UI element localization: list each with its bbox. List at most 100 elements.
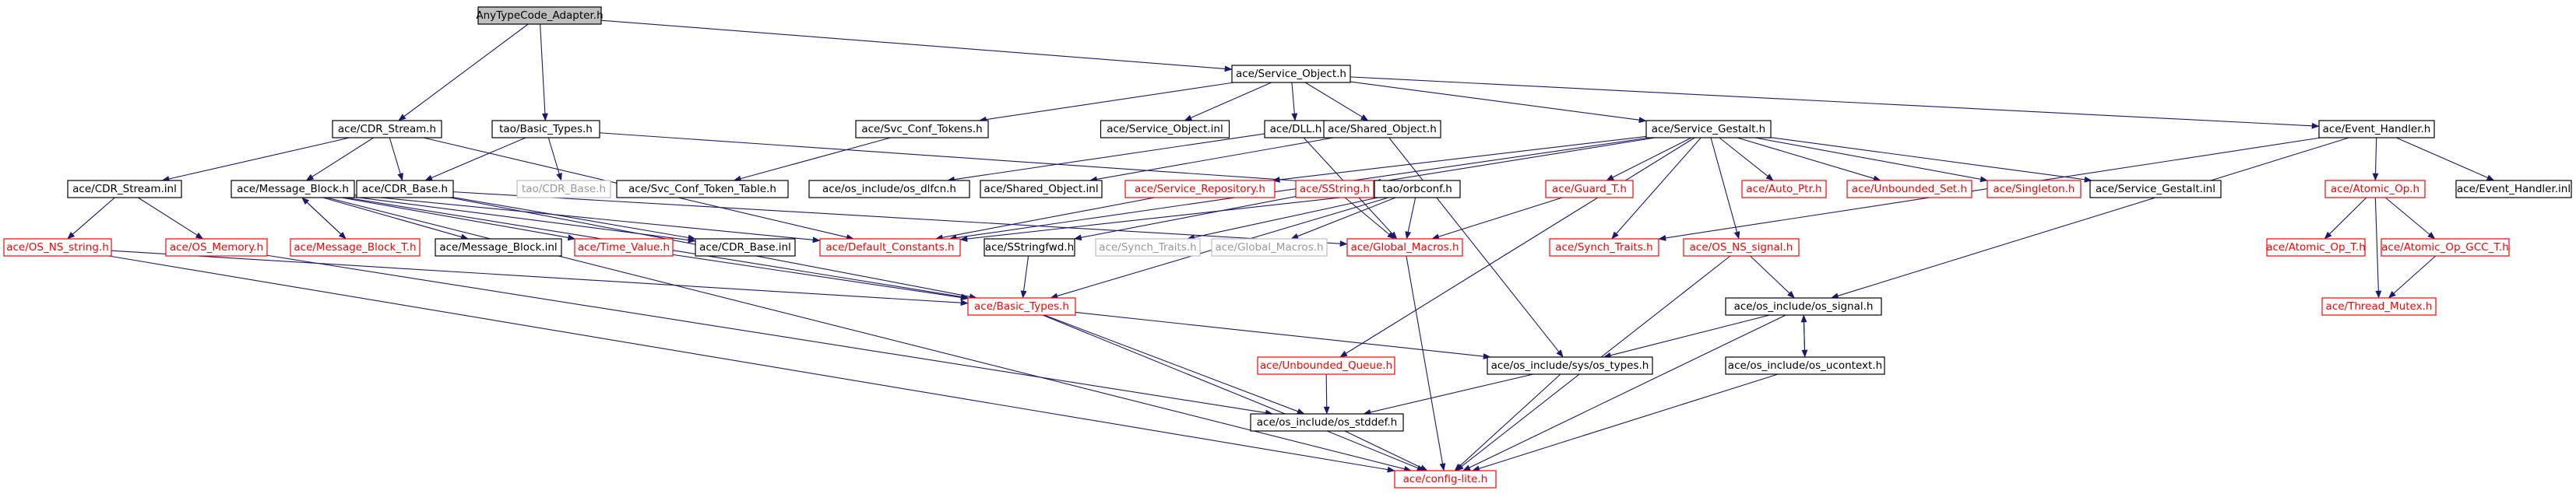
node-event-handler-inl[interactable]: ace/Event_Handler.inl: [2455, 180, 2572, 198]
edge-line: [1737, 137, 1874, 179]
node-svc-conf-tokens[interactable]: ace/Svc_Conf_Tokens.h: [855, 120, 989, 138]
edge-line: [1803, 321, 1806, 358]
node-service-object-inl[interactable]: ace/Service_Object.inl: [1100, 120, 1230, 138]
edge-line: [322, 197, 462, 238]
node-tao-cdr-base[interactable]: tao/CDR_Base.h: [516, 180, 611, 198]
node-os-memory[interactable]: ace/OS_Memory.h: [165, 238, 268, 257]
edge-line: [1719, 137, 1768, 177]
node-os-ns-signal[interactable]: ace/OS_NS_signal.h: [1683, 238, 1800, 257]
node-os-dlfcn[interactable]: ace/os_include/os_dlfcn.h: [808, 180, 970, 198]
node-thread-mutex[interactable]: ace/Thread_Mutex.h: [2321, 297, 2437, 316]
edge-arrowhead: [1387, 466, 1395, 473]
edge-arrowhead: [1360, 114, 1369, 121]
node-synch-traits-ext[interactable]: ace/Synch_Traits.h: [1095, 238, 1201, 257]
node-atomic-op-gcc-t[interactable]: ace/Atomic_Op_GCC_T.h: [2381, 238, 2510, 257]
node-message-block-t[interactable]: ace/Message_Block_T.h: [290, 238, 421, 257]
node-label: AnyTypeCode_Adapter.h: [476, 9, 603, 22]
node-box: [165, 238, 268, 257]
node-box: [1846, 180, 1972, 198]
node-os-ns-string[interactable]: ace/OS_NS_string.h: [3, 238, 112, 257]
edge-event_handler_h-to-atomic_op_h: [2372, 137, 2379, 181]
edge-cdr_base_h-to-global_macros: [452, 191, 1348, 247]
edge-guard_t-to-global_macros: [1431, 197, 1563, 240]
node-label: ace/OS_NS_signal.h: [1690, 241, 1793, 254]
edge-line: [1370, 373, 1534, 413]
node-box: [819, 238, 961, 257]
node-service-repository[interactable]: ace/Service_Repository.h: [1124, 180, 1276, 198]
edge-line: [354, 196, 689, 241]
edge-line: [306, 201, 347, 240]
node-message-block-inl[interactable]: ace/Message_Block.inl: [435, 238, 562, 257]
edge-service_object_h-to-event_handler_h: [1350, 76, 2320, 129]
node-os-stddef[interactable]: ace/os_include/os_stddef.h: [1250, 413, 1404, 432]
edge-service_object_h-to-service_gestalt_h: [1350, 81, 1647, 124]
node-tao-orbconf[interactable]: tao/orbconf.h: [1374, 180, 1461, 198]
node-label: ace/Global_Macros.h: [1215, 241, 1323, 254]
edge-sstring_h-to-sstringfwd: [1073, 196, 1297, 241]
node-shared-object-h[interactable]: ace/Shared_Object.h: [1323, 120, 1441, 138]
node-sstring-h[interactable]: ace/SString.h: [1295, 180, 1374, 198]
edge-arrowhead: [1272, 176, 1280, 183]
edge-global_macros-to-config_lite: [1406, 255, 1446, 471]
node-config-lite[interactable]: ace/config-lite.h: [1394, 470, 1497, 489]
edge-line: [2384, 197, 2430, 235]
node-service-object-h[interactable]: ace/Service_Object.h: [1231, 65, 1351, 83]
node-dll-h[interactable]: ace/DLL.h: [1264, 120, 1328, 138]
node-global-macros[interactable]: ace/Global_Macros.h: [1346, 238, 1463, 257]
node-box: [1346, 238, 1463, 257]
edge-os_signal-to-os_types: [1603, 314, 1770, 359]
node-cdr-base-inl[interactable]: ace/CDR_Base.inl: [695, 238, 796, 257]
node-os-signal[interactable]: ace/os_include/os_signal.h: [1725, 297, 1882, 316]
edge-line: [1388, 137, 1560, 352]
node-time-value[interactable]: ace/Time_Value.h: [574, 238, 674, 257]
node-unbounded-set[interactable]: ace/Unbounded_Set.h: [1846, 180, 1972, 198]
edge-arrowhead: [398, 114, 406, 121]
node-os-ucontext[interactable]: ace/os_include/os_ucontext.h: [1725, 356, 1885, 375]
node-label: ace/Service_Object.h: [1236, 68, 1346, 80]
edge-basic_types-to-config_lite: [1042, 314, 1425, 471]
node-label: ace/SString.h: [1300, 183, 1370, 195]
node-box: [2321, 297, 2437, 316]
node-basic-types[interactable]: ace/Basic_Types.h: [967, 297, 1076, 316]
edge-cdr_stream_h-to-cdr_base_h: [389, 137, 403, 181]
node-tao-basic-types[interactable]: tao/Basic_Types.h: [491, 120, 600, 138]
edge-cdr_stream_inl-to-os_ns_string: [67, 197, 115, 240]
node-atomic-op-h[interactable]: ace/Atomic_Op.h: [2324, 180, 2426, 198]
node-box: [2089, 180, 2222, 198]
edge-line: [1291, 82, 1295, 114]
edge-os_ucontext-to-config_lite: [1472, 373, 1779, 471]
node-label: ace/CDR_Base.h: [362, 183, 448, 195]
node-event-handler-h[interactable]: ace/Event_Handler.h: [2318, 120, 2435, 138]
edge-arrowhead: [1611, 231, 1619, 240]
node-global-macros-ext[interactable]: ace/Global_Macros.h: [1211, 238, 1328, 257]
node-cdr-base-h[interactable]: ace/CDR_Base.h: [356, 180, 454, 198]
edge-line: [1279, 135, 1647, 180]
node-service-gestalt-inl[interactable]: ace/Service_Gestalt.inl: [2089, 180, 2222, 198]
node-atomic-op-t[interactable]: ace/Atomic_Op_T.h: [2266, 238, 2366, 257]
node-singleton[interactable]: ace/Singleton.h: [1987, 180, 2082, 198]
node-os-types[interactable]: ace/os_include/sys/os_types.h: [1487, 356, 1653, 375]
node-cdr-stream-inl[interactable]: ace/CDR_Stream.inl: [67, 180, 182, 198]
node-service-gestalt-h[interactable]: ace/Service_Gestalt.h: [1645, 120, 1772, 138]
node-sstringfwd[interactable]: ace/SStringfwd.h: [984, 238, 1075, 257]
node-label: tao/CDR_Base.h: [522, 183, 606, 195]
node-svc-conf-token-table[interactable]: ace/Svc_Conf_Token_Table.h: [616, 180, 789, 198]
node-unbounded-queue[interactable]: ace/Unbounded_Queue.h: [1257, 356, 1395, 375]
node-guard-t[interactable]: ace/Guard_T.h: [1545, 180, 1634, 198]
node-label: ace/CDR_Base.inl: [699, 241, 791, 254]
node-shared-object-inl[interactable]: ace/Shared_Object.inl: [980, 180, 1103, 198]
edge-line: [599, 132, 1368, 187]
node-auto-ptr[interactable]: ace/Auto_Ptr.h: [1741, 180, 1827, 198]
edge-service_gestalt_h-to-unbounded_queue: [1339, 137, 1695, 358]
node-box: [1725, 297, 1882, 316]
node-synch-traits[interactable]: ace/Synch_Traits.h: [1549, 238, 1659, 257]
edge-os_ns_string-to-config_lite: [108, 255, 1395, 473]
node-cdr-stream-h[interactable]: ace/CDR_Stream.h: [332, 120, 442, 138]
node-default-constants[interactable]: ace/Default_Constants.h: [819, 238, 961, 257]
node-message-block-h[interactable]: ace/Message_Block.h: [231, 180, 355, 198]
node-box: [1323, 120, 1441, 138]
edge-arrowhead: [1462, 464, 1471, 471]
node-label: ace/Service_Repository.h: [1135, 183, 1265, 195]
edge-sstringfwd-to-basic_types: [1020, 255, 1029, 299]
